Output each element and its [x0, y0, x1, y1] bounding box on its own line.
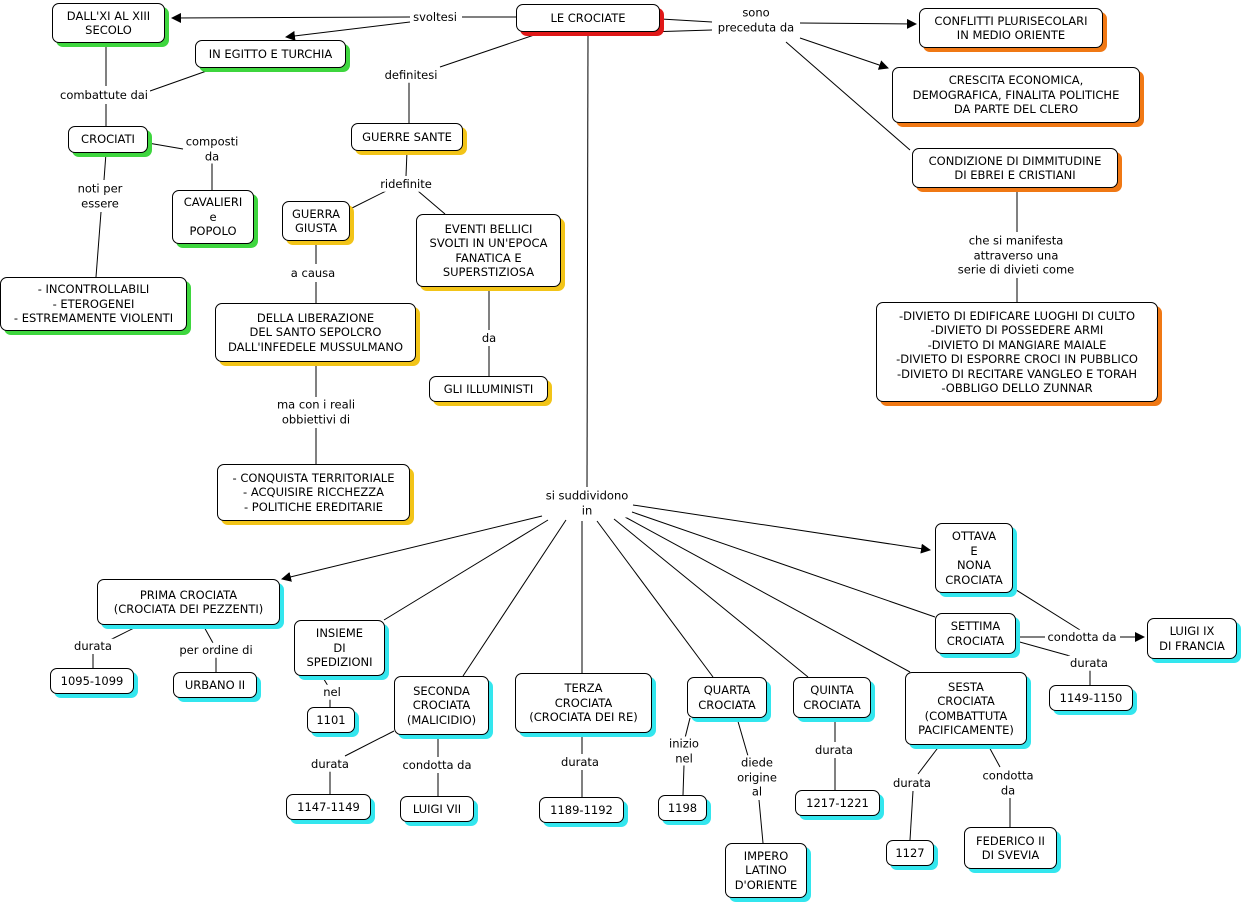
label-svoltesi: svoltesi: [411, 9, 459, 25]
node-egitto-turchia[interactable]: IN EGITTO E TURCHIA: [195, 40, 346, 68]
node-crescita[interactable]: CRESCITA ECONOMICA, DEMOGRAFICA, FINALIT…: [892, 67, 1140, 123]
node-quarta-crociata[interactable]: QUARTA CROCIATA: [687, 677, 767, 718]
node-luigi-vii[interactable]: LUIGI VII: [400, 796, 474, 822]
node-eventi-bellici[interactable]: EVENTI BELLICI SVOLTI IN UN'EPOCA FANATI…: [416, 214, 561, 287]
label-da-illuministi: da: [479, 330, 499, 346]
node-dall-xi-secolo[interactable]: DALL'XI AL XIII SECOLO: [52, 3, 165, 43]
node-impero-latino[interactable]: IMPERO LATINO D'ORIENTE: [725, 843, 807, 898]
node-prima-crociata[interactable]: PRIMA CROCIATA (CROCIATA DEI PEZZENTI): [97, 579, 280, 625]
label-diede-origine: diede origine al: [735, 755, 779, 799]
label-ma-con-i-reali: ma con i reali obbiettivi di: [274, 397, 358, 427]
label-durata-quinta: durata: [813, 742, 855, 758]
label-condotta-settima: condotta da: [1045, 629, 1119, 645]
label-ridefinite: ridefinite: [378, 176, 434, 192]
node-1101[interactable]: 1101: [307, 707, 355, 733]
node-ottava-nona-crociata[interactable]: OTTAVA E NONA CROCIATA: [935, 523, 1013, 593]
label-che-si-manifesta: che si manifesta attraverso una serie di…: [955, 233, 1077, 277]
node-guerre-sante[interactable]: GUERRE SANTE: [351, 123, 463, 151]
node-1127[interactable]: 1127: [886, 840, 934, 866]
node-crociati[interactable]: CROCIATI: [68, 126, 148, 153]
label-durata-seconda: durata: [309, 756, 351, 772]
label-noti-per-essere: noti per essere: [75, 181, 125, 211]
node-insieme-spedizioni[interactable]: INSIEME DI SPEDIZIONI: [294, 620, 385, 676]
label-si-suddividono: si suddividono in: [543, 488, 631, 518]
node-1147-1149[interactable]: 1147-1149: [286, 794, 371, 820]
node-1095-1099[interactable]: 1095-1099: [50, 668, 134, 694]
node-1198[interactable]: 1198: [658, 795, 707, 821]
node-quinta-crociata[interactable]: QUINTA CROCIATA: [793, 677, 871, 718]
node-conflitti[interactable]: CONFLITTI PLURISECOLARI IN MEDIO ORIENTE: [919, 8, 1103, 48]
label-condotta-sesta: condotta da: [980, 768, 1036, 798]
node-incontrollabili[interactable]: - INCONTROLLABILI - ETEROGENEI - ESTREMA…: [0, 277, 187, 331]
label-durata-sesta: durata: [891, 775, 933, 791]
node-terza-crociata[interactable]: TERZA CROCIATA (CROCIATA DEI RE): [515, 673, 652, 733]
node-liberazione[interactable]: DELLA LIBERAZIONE DEL SANTO SEPOLCRO DAL…: [215, 303, 416, 362]
node-settima-crociata[interactable]: SETTIMA CROCIATA: [935, 613, 1016, 654]
node-condizione[interactable]: CONDIZIONE DI DIMMITUDINE DI EBREI E CRI…: [912, 148, 1118, 188]
node-1149-1150[interactable]: 1149-1150: [1049, 685, 1133, 711]
label-a-causa: a causa: [288, 265, 338, 281]
label-durata-settima: durata: [1068, 655, 1110, 671]
node-guerra-giusta[interactable]: GUERRA GIUSTA: [282, 201, 350, 241]
node-luigi-ix[interactable]: LUIGI IX DI FRANCIA: [1147, 618, 1237, 659]
label-nel: nel: [321, 684, 343, 700]
node-cavalieri-popolo[interactable]: CAVALIERI e POPOLO: [172, 190, 254, 244]
node-1189-1192[interactable]: 1189-1192: [539, 797, 624, 823]
node-seconda-crociata[interactable]: SECONDA CROCIATA (MALICIDIO): [394, 676, 489, 735]
label-inizio-nel: inizio nel: [667, 736, 701, 766]
label-definitesi: definitesi: [382, 67, 440, 83]
label-durata-terza: durata: [559, 754, 601, 770]
node-urbano-ii[interactable]: URBANO II: [173, 672, 257, 698]
node-le-crociate[interactable]: LE CROCIATE: [516, 4, 660, 32]
node-illuministi[interactable]: GLI ILLUMINISTI: [429, 376, 548, 402]
node-1217-1221[interactable]: 1217-1221: [795, 790, 880, 816]
node-federico-ii[interactable]: FEDERICO II DI SVEVIA: [964, 827, 1057, 869]
label-combattute-dai: combattute dai: [58, 87, 150, 103]
node-sesta-crociata[interactable]: SESTA CROCIATA (COMBATTUTA PACIFICAMENTE…: [905, 672, 1027, 745]
node-divieti[interactable]: -DIVIETO DI EDIFICARE LUOGHI DI CULTO -D…: [876, 302, 1158, 402]
label-per-ordine-di: per ordine di: [177, 642, 255, 658]
label-condotta-seconda: condotta da: [400, 757, 474, 773]
label-sono-preceduta-da: sono preceduta da: [715, 5, 797, 35]
label-composti-da: composti da: [183, 134, 241, 164]
label-durata-prima: durata: [72, 638, 114, 654]
node-conquista[interactable]: - CONQUISTA TERRITORIALE - ACQUISIRE RIC…: [217, 464, 410, 521]
